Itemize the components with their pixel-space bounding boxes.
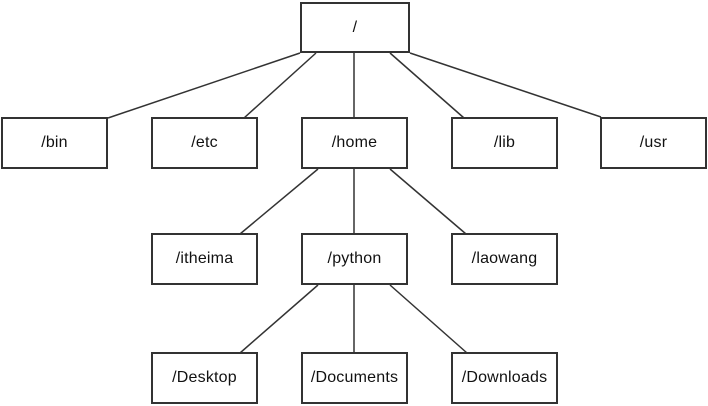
node-root: / xyxy=(300,2,410,53)
node-documents: /Documents xyxy=(301,352,408,404)
node-etc-label: /etc xyxy=(191,134,218,151)
node-lib: /lib xyxy=(451,117,558,169)
node-desktop-label: /Desktop xyxy=(172,369,237,386)
node-root-label: / xyxy=(352,18,358,36)
node-downloads-label: /Downloads xyxy=(461,369,548,386)
node-documents-label: /Documents xyxy=(310,369,399,386)
node-itheima: /itheima xyxy=(151,233,258,285)
edge-python-downloads xyxy=(389,284,468,354)
node-usr: /usr xyxy=(600,117,707,169)
node-downloads: /Downloads xyxy=(451,352,558,404)
node-laowang: /laowang xyxy=(451,233,558,285)
node-laowang-label: /laowang xyxy=(471,250,538,267)
edge-home-itheima xyxy=(239,168,319,235)
node-usr-label: /usr xyxy=(639,134,668,151)
edge-root-etc xyxy=(243,52,317,119)
node-python-label: /python xyxy=(327,250,382,267)
node-python: /python xyxy=(301,233,408,285)
node-bin-label: /bin xyxy=(41,134,68,151)
node-bin: /bin xyxy=(1,117,108,169)
edge-python-desktop xyxy=(239,284,319,354)
node-lib-label: /lib xyxy=(493,134,516,151)
edge-root-bin xyxy=(107,52,301,119)
edge-home-laowang xyxy=(389,168,467,235)
node-desktop: /Desktop xyxy=(151,352,258,404)
edge-root-lib xyxy=(389,52,465,119)
node-itheima-label: /itheima xyxy=(175,250,234,267)
edge-root-usr xyxy=(409,52,602,118)
node-home-label: /home xyxy=(331,134,378,151)
node-etc: /etc xyxy=(151,117,258,169)
node-home: /home xyxy=(301,117,408,169)
